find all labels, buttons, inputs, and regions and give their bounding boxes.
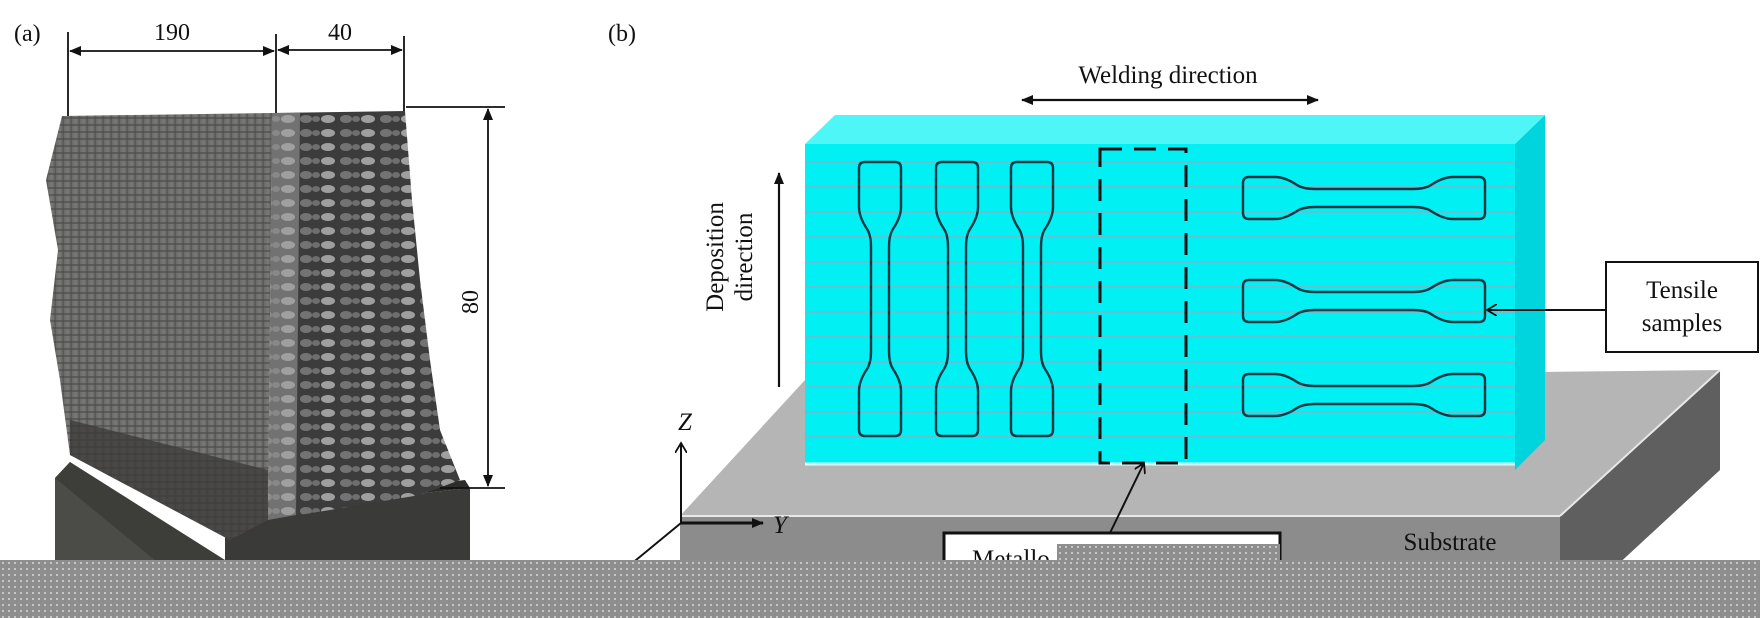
horizontal-tensile-sample xyxy=(1241,175,1487,221)
dimension-length: 190 xyxy=(154,20,190,46)
coordinate-axes xyxy=(629,443,764,566)
dimension-annotations xyxy=(67,32,505,489)
panel-b-label: (b) xyxy=(608,21,636,47)
horizontal-tensile-samples xyxy=(1241,175,1487,418)
redaction-mask-callout xyxy=(1057,544,1280,564)
tensile-samples-label-line2: samples xyxy=(1642,310,1723,337)
panel-b: (b) Welding direction Deposition xyxy=(608,21,1759,618)
horizontal-tensile-sample xyxy=(1241,372,1487,418)
deposition-direction-label-line1: Deposition xyxy=(702,202,729,312)
panel-a: (a) 190 40 80 xyxy=(14,20,505,618)
horizontal-tensile-sample xyxy=(1241,278,1487,324)
wall-front-face xyxy=(805,144,1515,464)
metallographic-pointer xyxy=(1108,463,1144,536)
panel-a-label: (a) xyxy=(14,21,41,47)
wall-side-face xyxy=(1515,115,1545,470)
deposited-wall-photo xyxy=(46,111,460,540)
deposited-wall-schematic xyxy=(805,115,1545,470)
substrate-label: Substrate xyxy=(1403,529,1496,556)
x-axis-arrow xyxy=(629,522,682,566)
vertical-tensile-samples xyxy=(857,160,1055,438)
y-axis-label: Y xyxy=(773,512,790,539)
tensile-samples-callout xyxy=(1605,261,1759,353)
vertical-tensile-sample xyxy=(1009,160,1055,438)
redaction-mask-bottom xyxy=(0,560,1760,618)
deposition-direction-label-line2: direction xyxy=(731,212,758,301)
vertical-tensile-sample xyxy=(934,160,980,438)
vertical-tensile-sample xyxy=(857,160,903,438)
welding-direction-label: Welding direction xyxy=(1078,62,1258,89)
z-axis-label: Z xyxy=(678,409,693,436)
tensile-samples-label-line1: Tensile xyxy=(1646,277,1718,304)
wall-top-face xyxy=(805,115,1545,144)
dimension-height: 80 xyxy=(458,290,484,314)
dimension-width: 40 xyxy=(328,20,352,46)
